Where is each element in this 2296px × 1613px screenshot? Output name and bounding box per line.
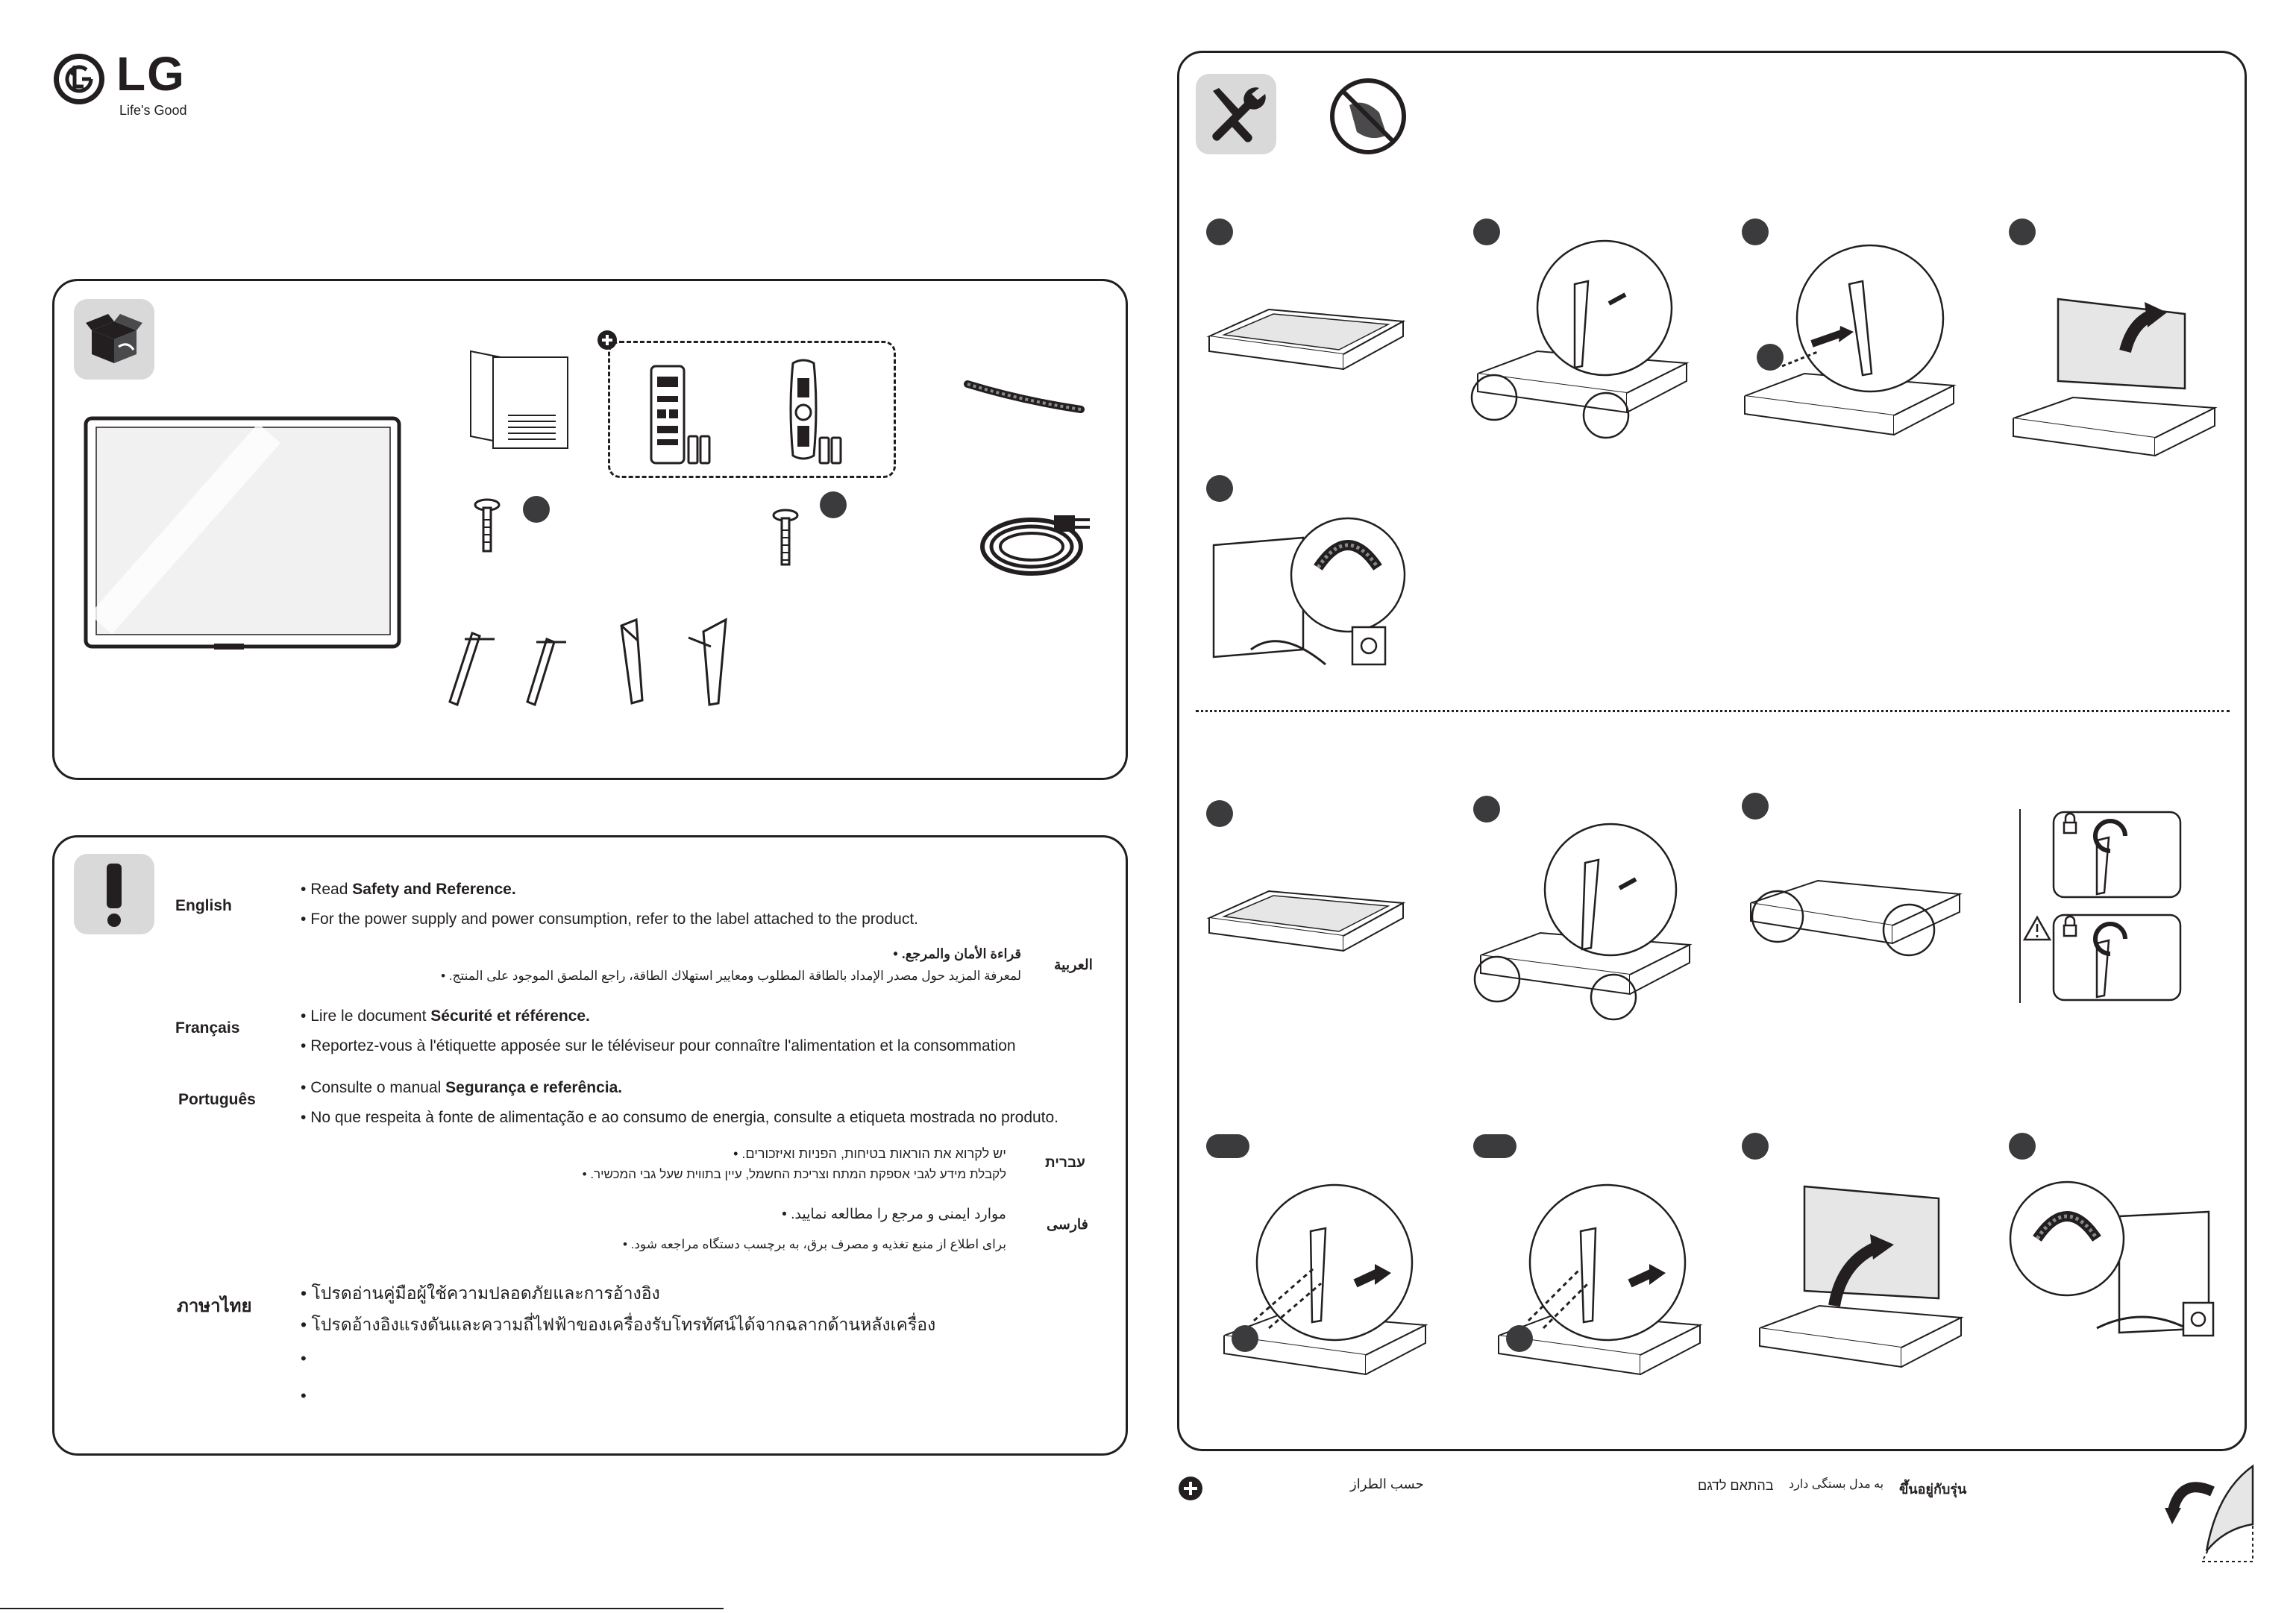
step-5-marker: [1206, 475, 1233, 502]
lang-label-arabic: العربية: [1054, 958, 1093, 973]
alt-step-3-marker: [1742, 793, 1769, 820]
french-line-1: • Lire le document Sécurité et référence…: [301, 1007, 590, 1025]
screw-type-a-marker: [523, 496, 550, 523]
thai-line-1: • โปรดอ่านคู่มือผู้ใช้ความปลอดภัยและการอ…: [301, 1283, 660, 1303]
alt-step-5-marker: [1742, 1133, 1769, 1160]
arabic-line-2: لمعرفة المزيد حول مصدر الإمداد بالطاقة ا…: [441, 969, 1021, 983]
lang-label-hebrew: עברית: [1045, 1155, 1085, 1171]
farsi-line-2: برای اطلاع از منبع تغذیه و مصرف برق، به …: [622, 1237, 1006, 1251]
warning-exclamation-icon: [74, 854, 154, 934]
plus-circle-icon: [597, 330, 617, 350]
step-1-illustration: [1206, 308, 1406, 371]
alt-step-4a-illustration: [1223, 1183, 1428, 1376]
tools-icon: [1196, 74, 1276, 154]
tv-panel-illustration: [84, 416, 401, 650]
lang-label-farsi: فارسی: [1047, 1217, 1088, 1233]
stand-screw-a-illustration: [474, 498, 501, 553]
assembly-steps-panel: [1177, 51, 2247, 1451]
french-line-2: • Reportez-vous à l'étiquette apposée su…: [301, 1037, 1016, 1054]
empty-bullet-2: •: [301, 1386, 307, 1405]
step-4-illustration: [2013, 298, 2218, 457]
brand-tagline: Life's Good: [119, 103, 187, 118]
section-divider: [1196, 710, 2230, 712]
stand-legs-a-illustration: [448, 632, 566, 706]
alt-step-2-illustration: [1473, 823, 1693, 1021]
farsi-line-1: موارد ایمنی و مرجع را مطالعه نمایید. •: [782, 1207, 1006, 1222]
stand-legs-b-illustration: [620, 617, 727, 706]
alt-step-5-illustration: [1759, 1185, 1964, 1368]
step-3-illustration: [1744, 244, 1957, 436]
lg-logo-icon: [54, 54, 104, 104]
hebrew-line-2: לקבלת מידע לגבי אספקת המתח וצריכת החשמל,…: [582, 1167, 1006, 1181]
box-icon: [74, 299, 154, 380]
lock-detail-divider: [2019, 809, 2021, 1003]
alt-step-6-marker: [2009, 1133, 2036, 1160]
step-5-illustration: [1212, 517, 1406, 666]
magic-remote-illustration: [789, 359, 842, 465]
step-3-marker: [1742, 218, 1769, 245]
power-cord-illustration: [980, 515, 1090, 576]
footer-model-note-hebrew: בהתאם לדגם: [1698, 1478, 1774, 1493]
step-4-marker: [2009, 218, 2036, 245]
portuguese-line-2: • No que respeita à fonte de alimentação…: [301, 1109, 1059, 1126]
manuals-illustration: [470, 350, 568, 449]
footer-model-note-arabic: حسب الطراز: [1350, 1477, 1424, 1491]
alt-step-3-illustration: [1750, 879, 1963, 957]
warning-triangle-icon: [2022, 915, 2052, 941]
alt-step-4b-screw-marker: [1506, 1325, 1533, 1352]
alt-step-4a-marker: [1206, 1134, 1249, 1158]
alt-step-2-marker: [1473, 796, 1500, 823]
screw-type-b-marker: [820, 491, 847, 518]
lock-detail-bottom-illustration: [2052, 914, 2182, 1002]
empty-bullet-1: •: [301, 1349, 307, 1368]
english-line-2: • For the power supply and power consump…: [301, 911, 919, 928]
no-cleaning-icon: [1330, 78, 1406, 154]
stand-screw-b-illustration: [772, 509, 799, 566]
page-turn-icon: [2165, 1464, 2254, 1562]
alt-step-4b-marker: [1473, 1134, 1516, 1158]
cable-tie-illustration: [964, 380, 1085, 413]
hebrew-line-1: יש לקרוא את הוראות בטיחות, הפניות ואיזכו…: [733, 1146, 1006, 1161]
safety-info-panel: English • Read Safety and Reference. • F…: [52, 835, 1128, 1456]
thai-line-2: • โปรดอ้างอิงแรงดันและความถี่ไฟฟ้าของเคร…: [301, 1315, 936, 1334]
alt-step-1-illustration: [1206, 890, 1406, 952]
plus-circle-footnote-icon: [1179, 1477, 1202, 1500]
alt-step-6-illustration: [2009, 1180, 2215, 1337]
portuguese-line-1: • Consulte o manual Segurança e referênc…: [301, 1079, 623, 1096]
step-2-illustration: [1470, 239, 1690, 439]
footer-model-note-farsi: به مدل بستگی دارد: [1789, 1478, 1884, 1491]
box-contents-panel: [52, 279, 1128, 780]
lang-label-english: English: [175, 897, 232, 914]
step-2-marker: [1473, 218, 1500, 245]
lang-label-thai: ภาษาไทย: [177, 1296, 252, 1316]
lang-label-portuguese: Português: [178, 1091, 256, 1108]
lock-detail-top-illustration: [2052, 811, 2182, 899]
lang-label-french: Français: [175, 1019, 240, 1037]
brand-name: LG: [116, 47, 186, 101]
alt-step-1-marker: [1206, 800, 1233, 827]
alt-step-4a-screw-marker: [1232, 1325, 1258, 1352]
footer-model-note-thai: ขึ้นอยู่กับรุ่น: [1899, 1482, 1967, 1497]
arabic-line-1: قراءة الأمان والمرجع. •: [893, 946, 1021, 961]
step-1-marker: [1206, 218, 1233, 245]
english-line-1: • Read Safety and Reference.: [301, 881, 516, 898]
optional-remotes-box: [608, 341, 896, 478]
bottom-trim-line: [0, 1608, 724, 1609]
alt-step-4b-illustration: [1498, 1183, 1703, 1376]
remote-control-standard-illustration: [650, 365, 711, 465]
step-3-screw-marker: [1757, 344, 1784, 371]
